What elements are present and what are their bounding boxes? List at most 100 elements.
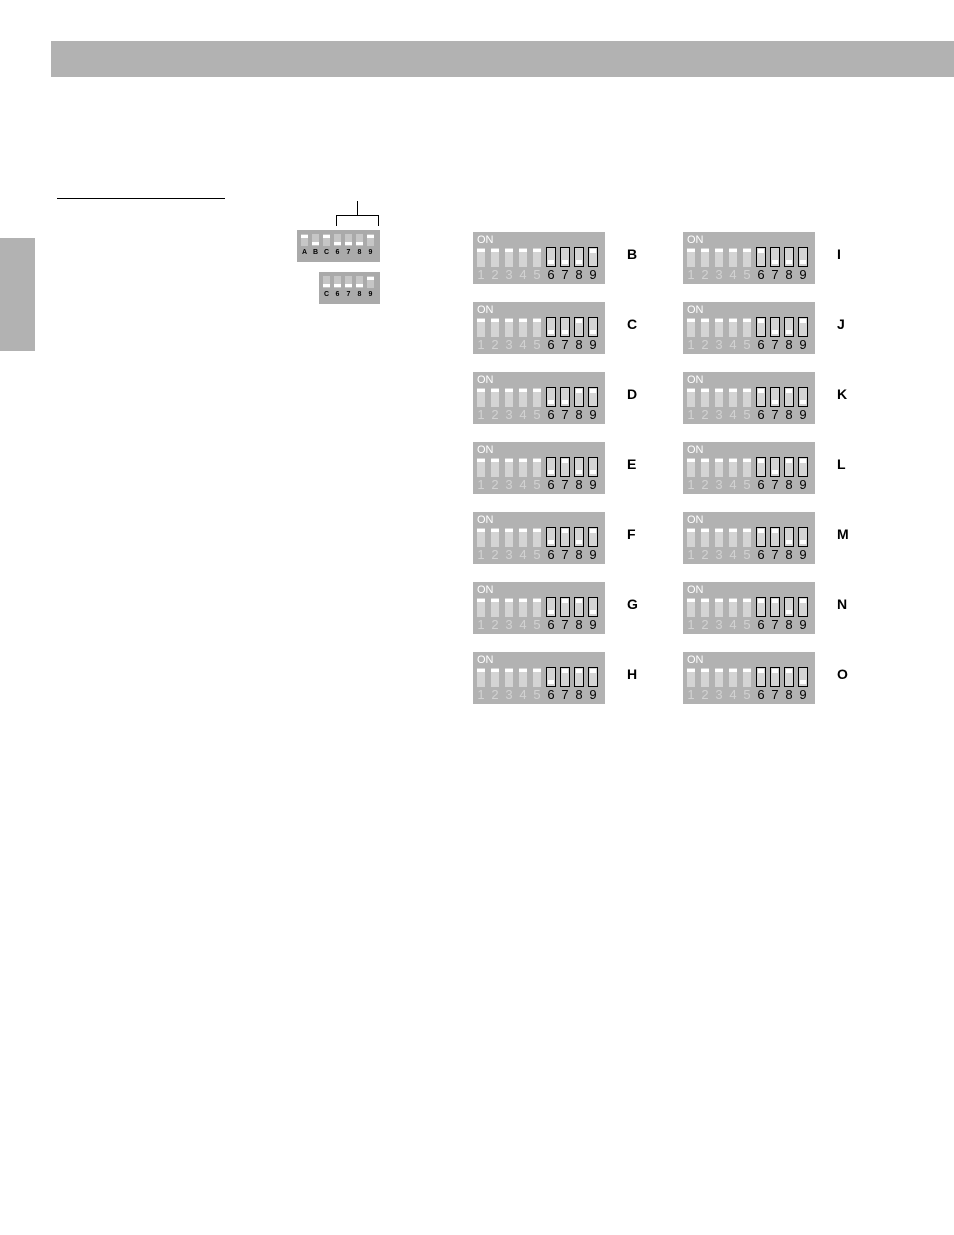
dip-number: 9: [799, 687, 807, 702]
dip-toggle-9: [588, 527, 598, 547]
dip-toggle-3: [505, 248, 513, 267]
dip-toggle-knob: [548, 610, 554, 614]
small-switch-label: B: [312, 249, 319, 256]
dip-number: 7: [771, 267, 779, 282]
dip-toggle-knob: [758, 389, 764, 393]
small-switch-slot: [323, 276, 330, 288]
dip-toggle-knob: [786, 540, 792, 544]
dip-number: 6: [757, 617, 765, 632]
dip-number: 3: [505, 477, 513, 492]
dip-toggle-knob: [505, 249, 513, 252]
dip-toggle-6: [546, 387, 556, 407]
dip-toggle-8: [574, 457, 584, 477]
header-bar: [51, 41, 954, 77]
dip-toggle-knob: [533, 319, 541, 322]
small-switch-label: 7: [346, 291, 351, 298]
dip-number: 3: [715, 687, 723, 702]
dip-number: 5: [743, 267, 751, 282]
dip-toggle-8: [784, 387, 794, 407]
dip-toggle-3: [505, 668, 513, 687]
dip-toggle-6: [756, 387, 766, 407]
dip-toggle-6: [756, 247, 766, 267]
dip-toggle-knob: [491, 669, 499, 672]
dip-number: 4: [729, 687, 737, 702]
dip-number: 1: [477, 337, 485, 352]
dip-number: 1: [477, 267, 485, 282]
dip-number: 2: [701, 687, 709, 702]
dip-number: 6: [547, 337, 555, 352]
small-switch-slot: [323, 234, 330, 246]
bracket-horizontal: [336, 215, 379, 216]
dip-toggle-9: [798, 457, 808, 477]
dip-toggle-5: [743, 528, 751, 547]
dip-toggle-knob: [687, 459, 695, 462]
dip-number: 5: [743, 687, 751, 702]
dip-number: 6: [547, 687, 555, 702]
on-label: ON: [687, 234, 704, 246]
dip-toggle-knob: [477, 599, 485, 602]
dip-toggle-knob: [715, 249, 723, 252]
dip-toggle-1: [477, 388, 485, 407]
small-switch-knob: [356, 242, 363, 245]
small-switch-label: A: [301, 249, 308, 256]
dip-toggle-knob: [729, 459, 737, 462]
dip-toggle-knob: [701, 669, 709, 672]
dip-toggle-knob: [743, 249, 751, 252]
dip-number: 3: [715, 407, 723, 422]
dip-toggle-9: [588, 247, 598, 267]
dip-number: 4: [519, 267, 527, 282]
dip-toggle-knob: [519, 249, 527, 252]
on-label: ON: [687, 654, 704, 666]
dip-number: 8: [575, 267, 583, 282]
dip-number: 1: [477, 547, 485, 562]
dip-toggle-9: [588, 667, 598, 687]
dip-toggle-5: [533, 458, 541, 477]
dip-toggle-6: [546, 527, 556, 547]
setting-letter: N: [837, 596, 848, 612]
dip-toggle-knob: [533, 599, 541, 602]
dip-toggle-knob: [505, 669, 513, 672]
small-switch-slot: [356, 276, 363, 288]
dip-toggle-knob: [701, 459, 709, 462]
on-label: ON: [687, 304, 704, 316]
dip-toggle-7: [560, 317, 570, 337]
dip-toggle-knob: [576, 540, 582, 544]
dip-number: 8: [785, 337, 793, 352]
dip-toggle-1: [687, 598, 695, 617]
dip-toggle-8: [784, 247, 794, 267]
dip-toggle-4: [519, 598, 527, 617]
dip-toggle-4: [729, 528, 737, 547]
small-switch-label: 7: [346, 249, 351, 256]
dip-toggle-8: [784, 527, 794, 547]
dip-toggle-3: [715, 248, 723, 267]
dip-toggle-knob: [477, 319, 485, 322]
dip-toggle-4: [729, 318, 737, 337]
dip-toggle-3: [715, 318, 723, 337]
dip-toggle-8: [574, 317, 584, 337]
dip-toggle-knob: [786, 610, 792, 614]
dip-number: 1: [687, 337, 695, 352]
dip-number: 5: [533, 617, 541, 632]
dip-number: 1: [687, 687, 695, 702]
dip-toggle-4: [519, 318, 527, 337]
dip-number: 9: [799, 547, 807, 562]
dip-toggle-knob: [687, 389, 695, 392]
setting-letter: M: [837, 526, 849, 542]
small-switch-knob: [312, 242, 319, 245]
dip-toggle-knob: [576, 669, 582, 673]
dip-number: 9: [589, 337, 597, 352]
dip-number: 2: [701, 407, 709, 422]
dip-number: 2: [491, 687, 499, 702]
dip-toggle-8: [574, 247, 584, 267]
dip-toggle-8: [784, 597, 794, 617]
dip-number: 1: [687, 547, 695, 562]
dip-toggle-7: [770, 667, 780, 687]
dip-number: 2: [701, 547, 709, 562]
on-label: ON: [687, 444, 704, 456]
small-switch-label: 6: [335, 249, 340, 256]
dip-number: 4: [729, 547, 737, 562]
